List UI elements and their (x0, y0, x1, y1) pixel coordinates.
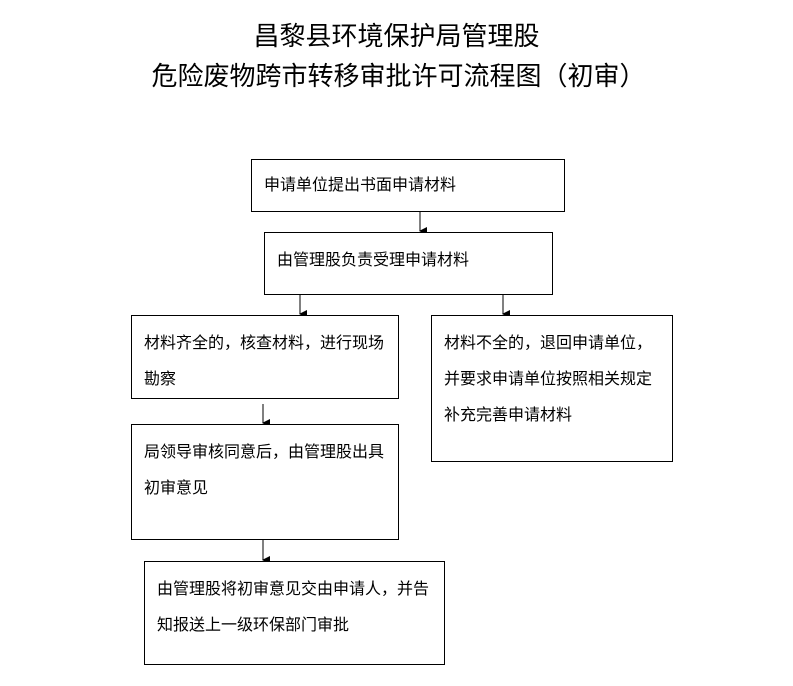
step-deliver-box: 由管理股将初审意见交由申请人，并告知报送上一级环保部门审批 (144, 561, 445, 665)
step-accept-text: 由管理股负责受理申请材料 (277, 250, 470, 269)
step-incomplete-text: 材料不全的，退回申请单位，并要求申请单位按照相关规定补充完善申请材料 (444, 333, 653, 424)
step-approve-text: 局领导审核同意后，由管理股出具初审意见 (144, 442, 385, 497)
diagram-title-line-2: 危险废物跨市转移审批许可流程图（初审） (151, 62, 646, 92)
step-complete-text: 材料齐全的，核查材料，进行现场勘察 (144, 333, 385, 388)
step-submit-text: 申请单位提出书面申请材料 (264, 175, 457, 194)
diagram-title-line-1: 昌黎县环境保护局管理股 (253, 22, 540, 52)
step-complete-box: 材料齐全的，核查材料，进行现场勘察 (131, 315, 399, 399)
step-deliver-text: 由管理股将初审意见交由申请人，并告知报送上一级环保部门审批 (157, 579, 430, 634)
step-accept-box: 由管理股负责受理申请材料 (264, 232, 553, 295)
step-submit-box: 申请单位提出书面申请材料 (251, 159, 565, 212)
step-approve-box: 局领导审核同意后，由管理股出具初审意见 (131, 424, 399, 540)
step-incomplete-box: 材料不全的，退回申请单位，并要求申请单位按照相关规定补充完善申请材料 (431, 315, 673, 462)
